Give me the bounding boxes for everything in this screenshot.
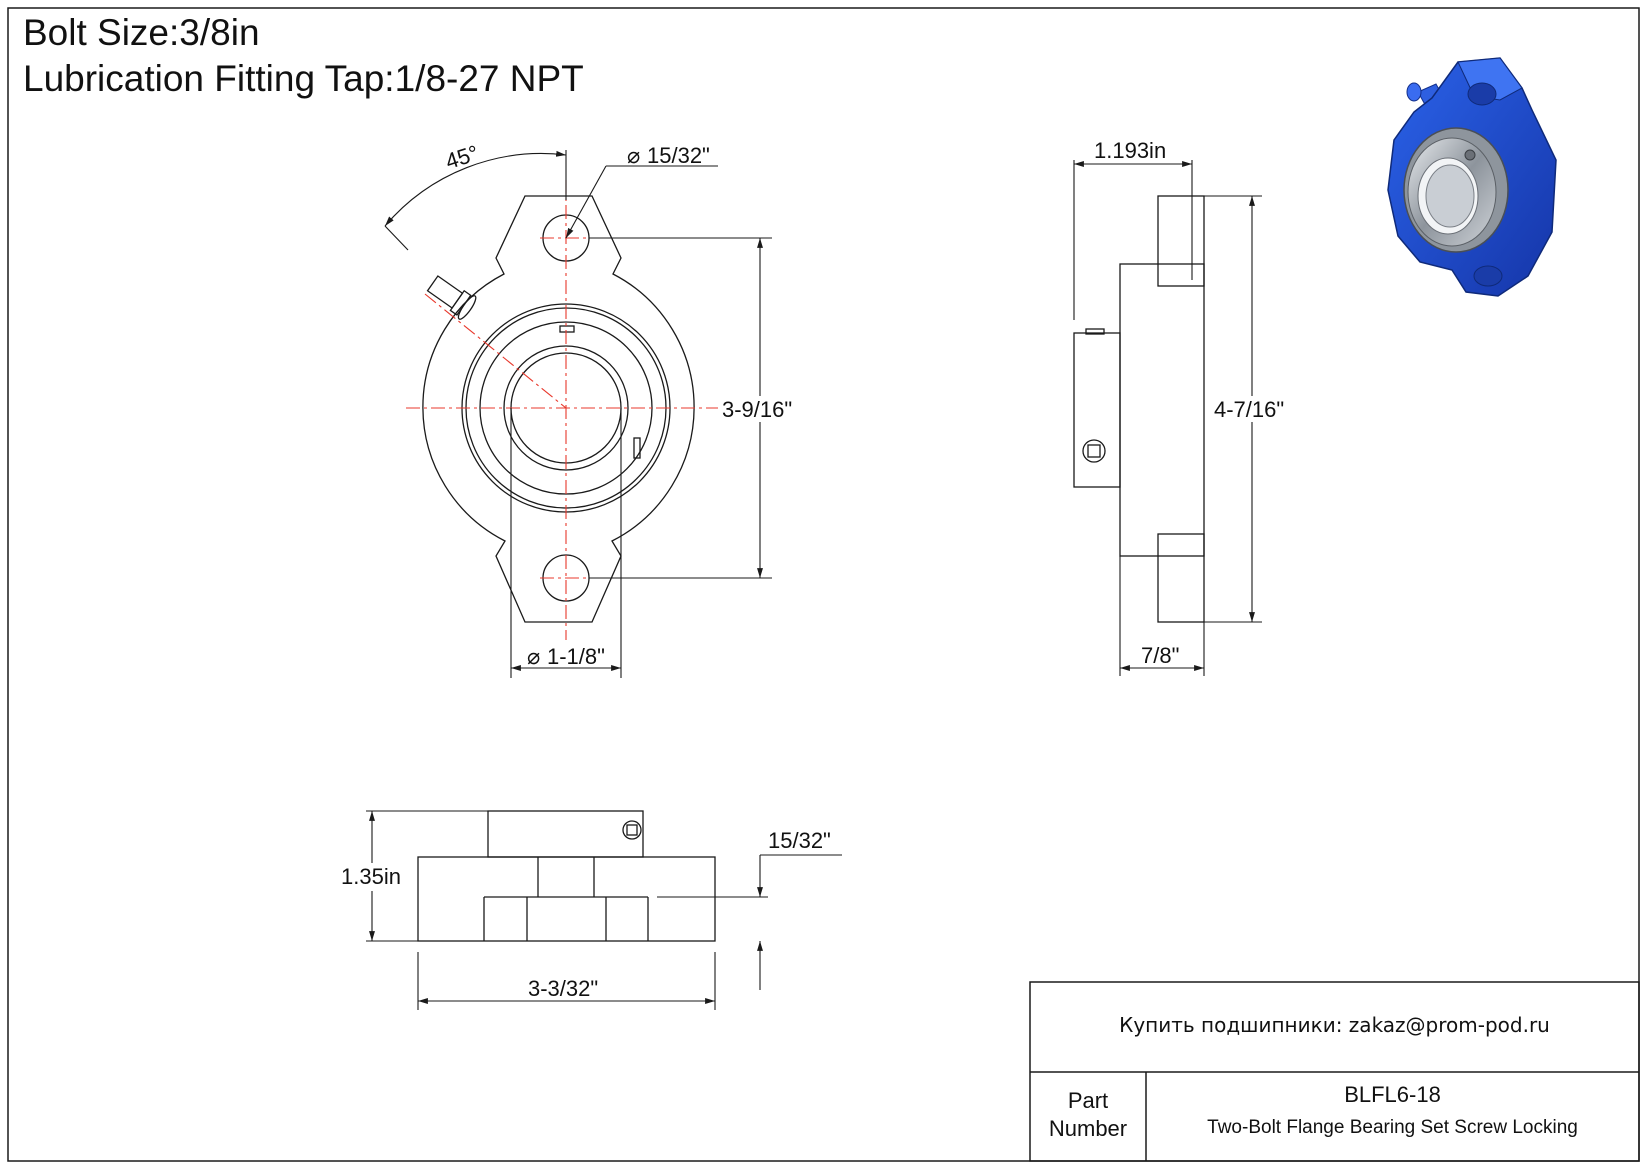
front-dimensions — [384, 150, 772, 678]
bearing-3d-render — [1387, 57, 1557, 297]
side-set-screw-hex — [1087, 444, 1101, 458]
side-width-dimension: 1.193in — [1094, 138, 1166, 163]
side-housing-body — [1119, 263, 1205, 557]
side-set-screw — [1082, 439, 1106, 463]
side-flange-top — [1157, 195, 1205, 287]
bottom-set-screw — [622, 820, 642, 840]
lubrication-fitting-label: Lubrication Fitting Tap:1/8-27 NPT — [23, 58, 584, 99]
angle-dimension: 45° — [442, 140, 481, 174]
bottom-height-dim-bg — [338, 863, 406, 891]
bolt-hole-dimension: 15/32" — [647, 143, 710, 168]
bolt-hole-dim-symbol: ⌀ — [627, 143, 640, 168]
inner-ring — [503, 345, 629, 471]
bottom-dimensions — [366, 810, 842, 1010]
side-view — [1073, 195, 1205, 623]
bolt-size-label: Bolt Size:3/8in — [23, 12, 260, 53]
front-centerlines — [406, 180, 718, 640]
overall-height-dimension: 4-7/16" — [1214, 397, 1284, 422]
part-description: Two-Bolt Flange Bearing Set Screw Lockin… — [1207, 1117, 1578, 1138]
bottom-view — [417, 810, 716, 942]
front-view — [422, 195, 695, 623]
bolt-spacing-dim-bg — [720, 396, 800, 422]
contact-info: Купить подшипники: zakaz@prom-pod.ru — [1119, 1013, 1550, 1037]
bore-dimension: 1-1/8" — [547, 644, 605, 669]
set-screw-side — [633, 437, 641, 459]
bottom-height-dimension: 1.35in — [341, 864, 401, 889]
side-set-screw-top — [1085, 328, 1105, 335]
bottom-housing — [417, 856, 716, 942]
base-width-dimension: 7/8" — [1141, 643, 1179, 668]
title-block — [1029, 981, 1640, 1162]
side-inner-ring — [1073, 332, 1121, 488]
bottom-set-screw-hex — [626, 824, 638, 836]
overall-height-dim-bg — [1212, 396, 1294, 422]
part-label-line1: Part — [1067, 1088, 1109, 1113]
bottom-inner-ring — [487, 810, 644, 858]
flange-outline — [422, 195, 695, 623]
part-label-line2: Number — [1048, 1116, 1128, 1141]
drawing-border — [7, 7, 1640, 1162]
flange-thickness-dimension: 15/32" — [768, 828, 831, 853]
set-screw — [559, 325, 575, 333]
overall-width-dimension: 3-3/32" — [528, 976, 598, 1001]
side-flange-bottom — [1157, 533, 1205, 623]
bore-dim-symbol: ⌀ — [527, 644, 540, 669]
grease-fitting — [426, 275, 477, 320]
part-number: BLFL6-18 — [1344, 1082, 1441, 1107]
bolt-spacing-dimension: 3-9/16" — [722, 397, 792, 422]
